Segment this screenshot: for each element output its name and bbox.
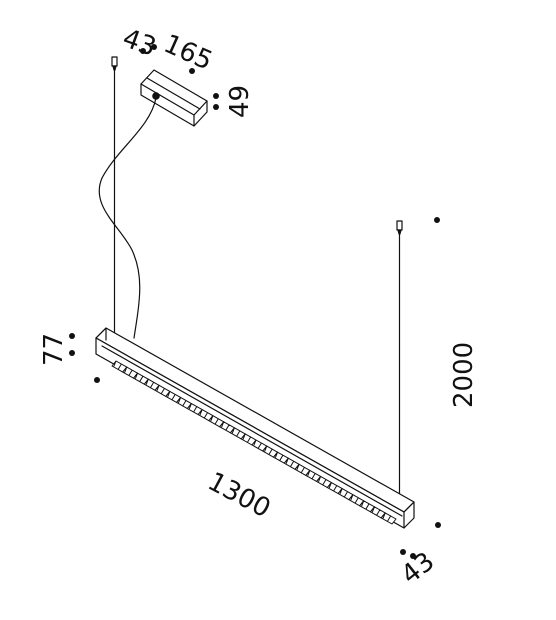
suspension-wire-left: [111, 56, 118, 339]
led-optic-cell: [380, 512, 397, 525]
led-optic-cell: [359, 500, 375, 513]
dimension-label-suspension-length: 2000: [449, 342, 479, 408]
led-optic-cell: [283, 457, 300, 470]
led-optic-cell: [305, 469, 322, 482]
led-optic-cell: [316, 475, 332, 489]
led-optic-cell: [273, 451, 289, 464]
dimension-label-canopy-length: 165: [159, 29, 217, 77]
led-optic-cell: [197, 409, 214, 422]
led-optic-cell: [240, 433, 257, 446]
dimension-label-canopy-height: 49: [225, 85, 255, 118]
led-optic-cell: [294, 463, 311, 476]
led-optic-cell: [186, 403, 203, 416]
dimension-label-cable-fixing: 43: [119, 23, 160, 63]
dimension-label-profile-height: 77: [39, 333, 69, 366]
ceiling-canopy: [140, 69, 208, 127]
dimension-label-profile-length: 1300: [203, 467, 276, 525]
led-optics-row: [111, 360, 397, 525]
linear-light-profile: [95, 327, 415, 529]
led-optic-cell: [262, 445, 279, 458]
dimension-dots: [69, 44, 441, 559]
suspension-wire-right: [396, 220, 403, 501]
power-cable: [98, 97, 157, 339]
led-optic-cell: [143, 378, 160, 391]
